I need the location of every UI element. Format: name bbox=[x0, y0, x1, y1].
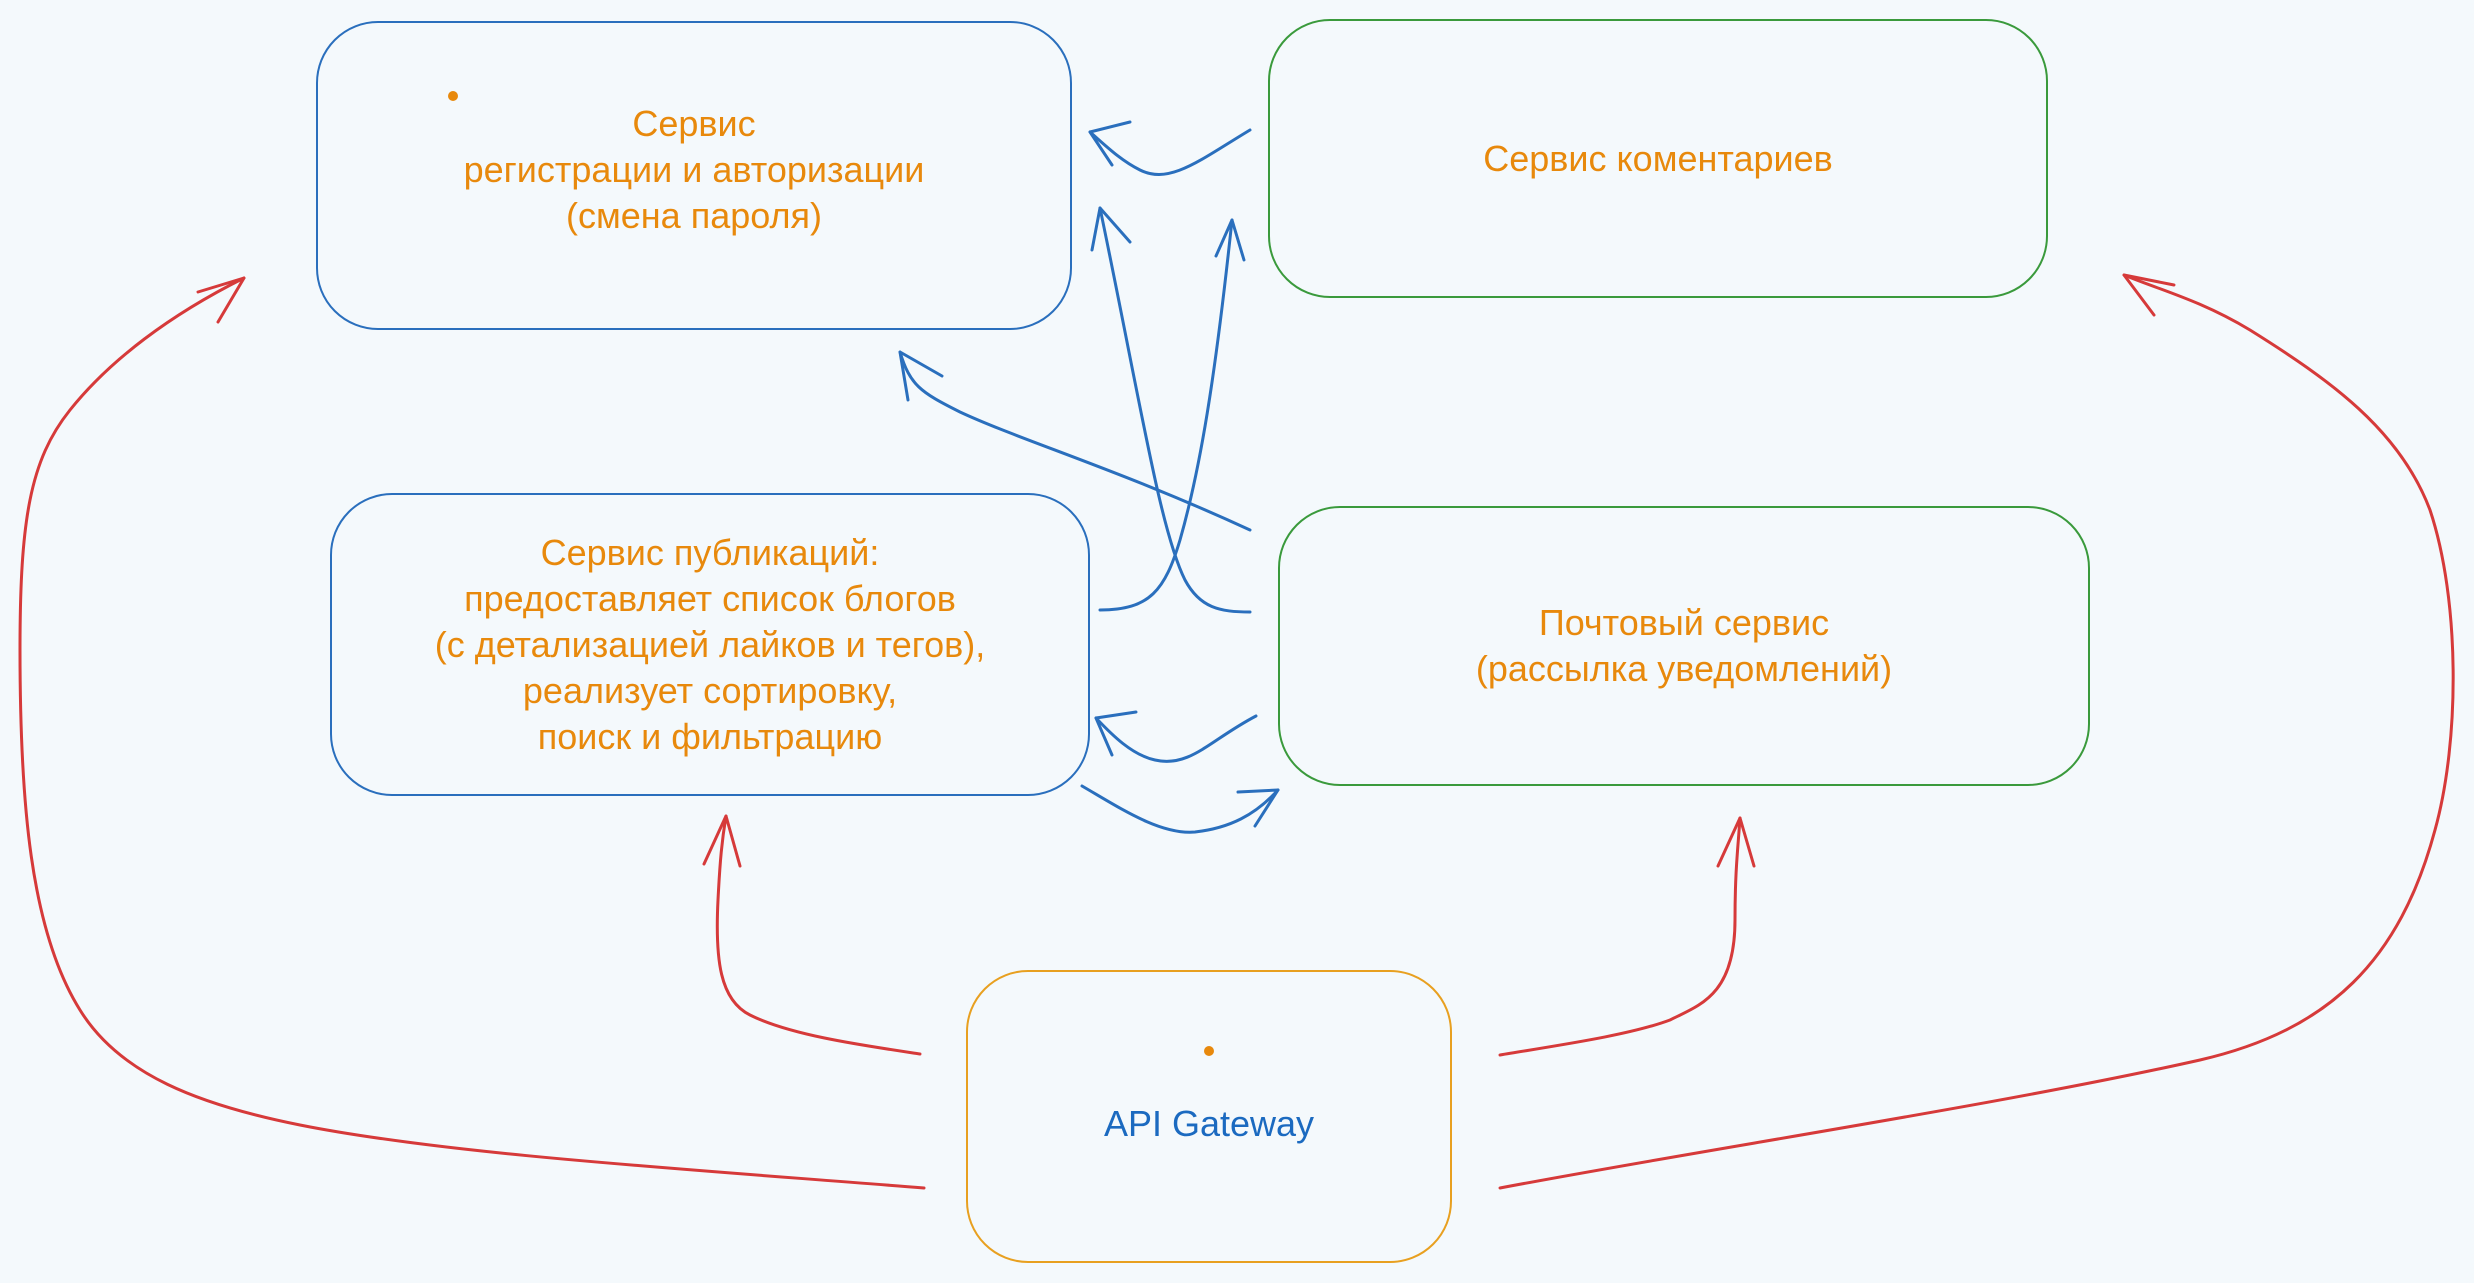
node-mail-label: Почтовый сервис (рассылка уведомлений) bbox=[1475, 602, 1893, 689]
node-auth-label: Сервис регистрации и авторизации (смена … bbox=[463, 102, 925, 236]
arrow-publications-to-mail bbox=[1080, 784, 1280, 834]
arrow-gateway-to-mail bbox=[1498, 816, 1756, 1057]
arrow-mail-to-auth-upward bbox=[1090, 206, 1252, 614]
node-comments-label: Сервис коментариев bbox=[1483, 137, 1833, 179]
arrow-comments-to-auth bbox=[1088, 120, 1252, 176]
node-api-gateway[interactable]: API Gateway bbox=[966, 970, 1452, 1263]
arrow-mail-to-comments bbox=[1098, 218, 1246, 612]
node-gateway-label: API Gateway bbox=[1103, 1102, 1315, 1144]
connection-dot bbox=[1204, 1046, 1214, 1056]
node-mail-service[interactable]: Почтовый сервис (рассылка уведомлений) bbox=[1278, 506, 2090, 786]
node-comments-service[interactable]: Сервис коментариев bbox=[1268, 19, 2048, 298]
node-auth-service[interactable]: Сервис регистрации и авторизации (смена … bbox=[316, 21, 1072, 330]
arrow-mail-to-publications bbox=[1094, 710, 1258, 763]
arrow-gateway-to-publications bbox=[702, 814, 922, 1056]
connection-dot bbox=[448, 91, 458, 101]
node-publications-service[interactable]: Сервис публикаций: предоставляет список … bbox=[330, 493, 1090, 796]
node-publications-label: Сервис публикаций: предоставляет список … bbox=[434, 531, 986, 757]
